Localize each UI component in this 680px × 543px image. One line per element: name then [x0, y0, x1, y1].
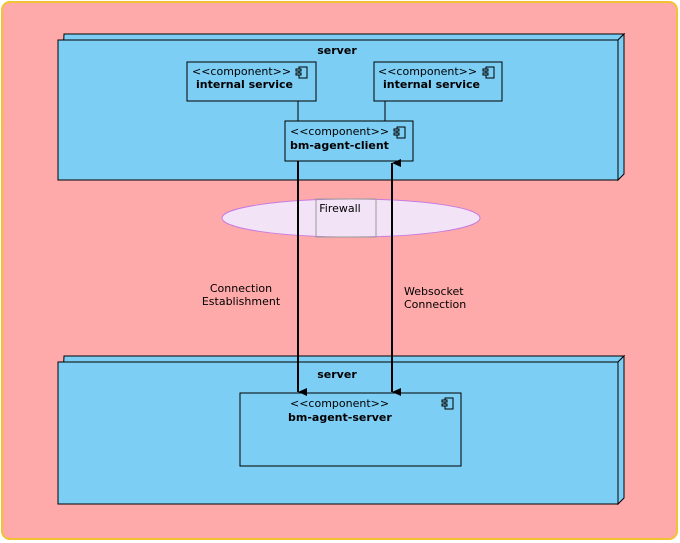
component-name: bm-agent-server — [288, 411, 392, 424]
websocket-label-line2: Connection — [404, 298, 466, 311]
component-icon — [295, 66, 308, 79]
bm-agent-server-component: <<component>> bm-agent-server — [239, 392, 462, 467]
component-icon — [482, 66, 495, 79]
component-stereotype: <<component>> — [192, 65, 291, 78]
bm-agent-client-component: <<component>> bm-agent-client — [284, 120, 414, 162]
websocket-label-line1: Websocket — [404, 285, 464, 298]
connection-establishment-label-line1: Connection — [210, 282, 272, 295]
top-node-title: server — [317, 44, 357, 57]
component-stereotype: <<component>> — [290, 125, 389, 138]
connection-establishment-label-line2: Establishment — [202, 295, 281, 308]
bottom-node-front-face — [57, 361, 619, 505]
top-node-side-face — [617, 32, 625, 182]
component-stereotype: <<component>> — [290, 397, 389, 410]
internal-service-component-2: <<component>> internal service — [373, 61, 503, 102]
component-icon — [393, 126, 406, 139]
firewall-label: Firewall — [319, 202, 360, 215]
bottom-server-node: server <<component>> bm-agent-server — [57, 354, 626, 506]
top-server-node: server <<component>> internal service <<… — [57, 32, 626, 182]
internal-service-component-1: <<component>> internal service — [186, 61, 317, 102]
component-stereotype: <<component>> — [378, 65, 477, 78]
component-name: internal service — [383, 78, 480, 91]
component-icon — [441, 397, 454, 410]
component-name: bm-agent-client — [290, 139, 389, 152]
component-name: internal service — [196, 78, 293, 91]
firewall: Firewall — [221, 198, 481, 238]
bottom-node-title: server — [317, 368, 357, 381]
firewall-label-box — [315, 198, 377, 238]
bottom-node-side-face — [617, 354, 625, 506]
